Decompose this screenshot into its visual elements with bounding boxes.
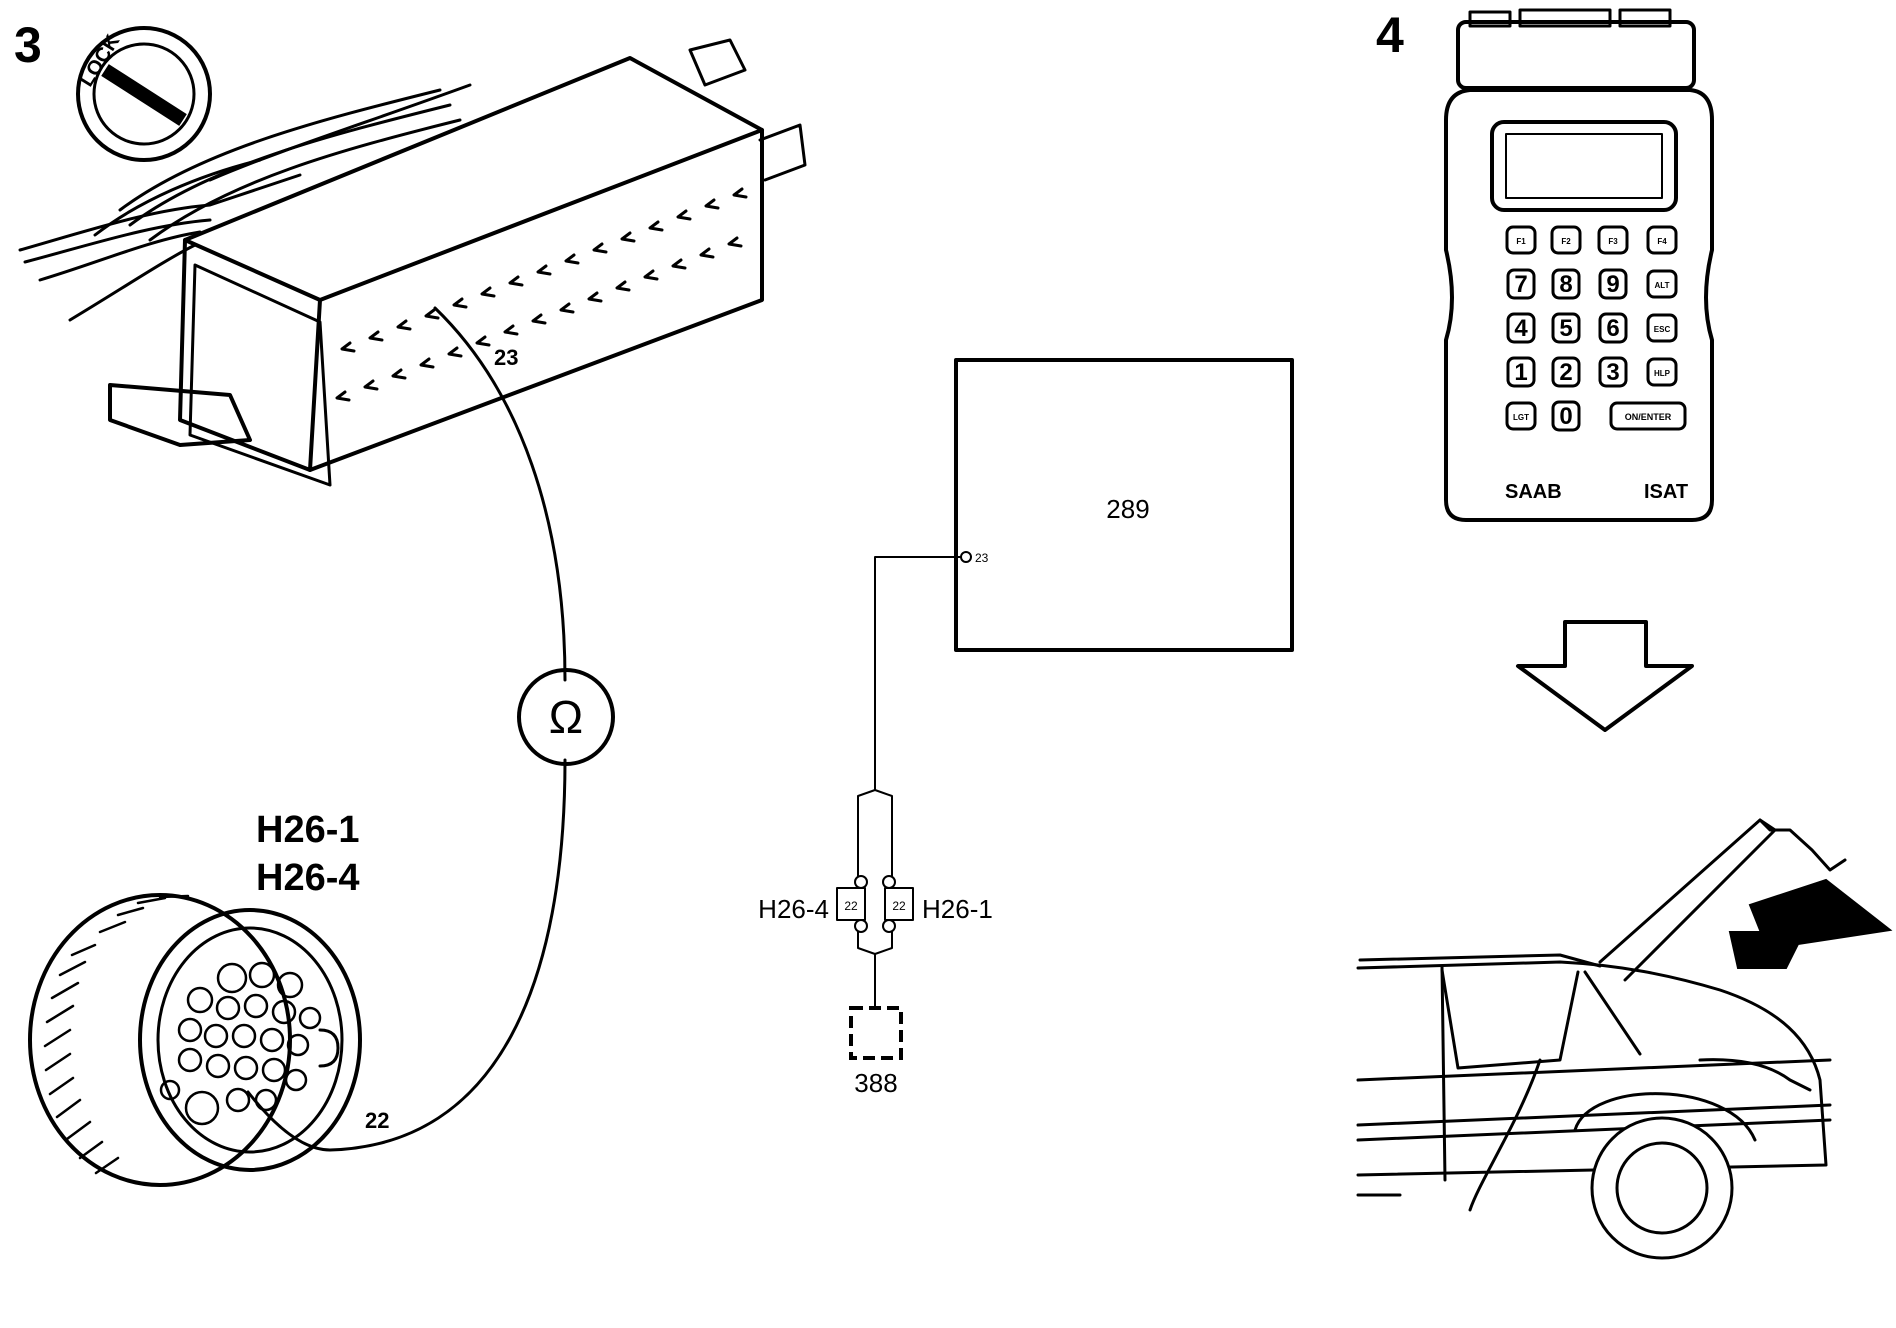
step3-number: 3 — [14, 17, 42, 73]
right-pin-label: 22 — [892, 899, 906, 913]
round-connector — [28, 893, 362, 1187]
unit-289-box — [954, 358, 1294, 652]
ohm-symbol: Ω — [549, 691, 583, 743]
keypad-key — [1506, 356, 1536, 388]
keypad-key — [1646, 225, 1678, 255]
lock-icon: LOCK — [76, 26, 212, 162]
unit-pin-terminal — [960, 551, 972, 563]
keypad-key — [1551, 312, 1581, 344]
pin-row-lower — [335, 236, 743, 402]
keypad-key-label: 9 — [1606, 271, 1619, 298]
tester-keypad: F1 F2 F3 F4 7 8 9 ALT 4 5 6 ESC 1 2 3 HLP LGT 0 ON/ENTER — [1505, 225, 1687, 432]
keypad-key — [1597, 225, 1629, 255]
keypad-key — [1551, 268, 1581, 300]
keypad-key-label: 0 — [1559, 403, 1572, 430]
measurement-lead — [246, 306, 567, 1152]
round-connector-pins — [159, 961, 322, 1126]
unit-pin-label: 23 — [975, 551, 989, 565]
keypad-key — [1550, 225, 1582, 255]
ground-box-label: 388 — [854, 1068, 897, 1098]
keypad-key-label: 2 — [1559, 359, 1572, 386]
keypad-key — [1646, 357, 1678, 387]
schematic-right-connector-label: H26-1 — [922, 894, 993, 924]
keypad-key — [1506, 312, 1536, 344]
keypad-key-label: ESC — [1654, 325, 1671, 334]
step3-panel: 3 LOCK — [14, 17, 807, 1187]
car-illustration — [1356, 818, 1847, 1260]
step4-panel: 4 F1 F2 F3 F4 7 8 9 ALT 4 5 6 ESC 1 2 3 HLP LGT 0 ON/ENTER… — [1356, 7, 1893, 1260]
connector-pair: 22 22 — [836, 789, 914, 955]
keypad-key-label: F1 — [1516, 237, 1526, 246]
keypad-key-label: HLP — [1654, 369, 1671, 378]
down-arrow-icon — [1516, 620, 1694, 732]
ecu-connector — [108, 38, 807, 487]
connector-h26-4-label: H26-4 — [256, 857, 360, 899]
ohmmeter-icon: Ω — [517, 668, 615, 766]
keypad-key — [1505, 401, 1537, 431]
keypad-key — [1506, 268, 1536, 300]
left-pin-label: 22 — [844, 899, 858, 913]
wire-harness — [18, 83, 472, 322]
keypad-key-label: F2 — [1561, 237, 1571, 246]
unit-289-label: 289 — [1106, 494, 1149, 524]
pin-23-label: 23 — [494, 345, 518, 370]
up-arrow-icon — [1728, 878, 1893, 969]
keypad-key-label: 3 — [1606, 359, 1619, 386]
keypad-key — [1646, 313, 1678, 343]
connector-h26-1-label: H26-1 — [256, 809, 360, 851]
schematic-wire — [874, 556, 962, 791]
keypad-key-label: F4 — [1657, 237, 1667, 246]
keypad-key-label: 4 — [1514, 315, 1528, 342]
keypad-key-label: 1 — [1514, 359, 1527, 386]
keypad-key-label: ALT — [1655, 281, 1670, 290]
keypad-key-label: ON/ENTER — [1625, 412, 1672, 422]
ground-box-388 — [849, 1006, 903, 1060]
keypad-key-label: 6 — [1606, 315, 1619, 342]
schematic-left-connector-label: H26-4 — [758, 894, 829, 924]
pin-row-upper — [340, 187, 748, 353]
keypad-key — [1551, 356, 1581, 388]
keypad-key-label: F3 — [1608, 237, 1618, 246]
pin-22-label: 22 — [365, 1108, 389, 1133]
keypad-key — [1505, 225, 1537, 255]
tester-model: ISAT — [1644, 481, 1688, 503]
keypad-key — [1598, 312, 1628, 344]
wiring-schematic: 289 23 22 22 H26-4 H26-1 388 — [758, 358, 1294, 1098]
keypad-key — [1646, 269, 1678, 299]
step4-number: 4 — [1376, 7, 1404, 63]
keypad-key-label: 7 — [1514, 271, 1527, 298]
isat-tester: F1 F2 F3 F4 7 8 9 ALT 4 5 6 ESC 1 2 3 HLP LGT 0 ON/ENTER S… — [1444, 8, 1714, 522]
keypad-key — [1551, 400, 1581, 432]
keypad-key-label: LGT — [1513, 413, 1529, 422]
tester-display — [1490, 120, 1678, 212]
keypad-key-label: 5 — [1559, 315, 1572, 342]
keypad-key — [1598, 268, 1628, 300]
keypad-key — [1609, 401, 1687, 431]
keypad-key-label: 8 — [1559, 271, 1572, 298]
tester-brand: SAAB — [1505, 481, 1562, 503]
keypad-key — [1598, 356, 1628, 388]
